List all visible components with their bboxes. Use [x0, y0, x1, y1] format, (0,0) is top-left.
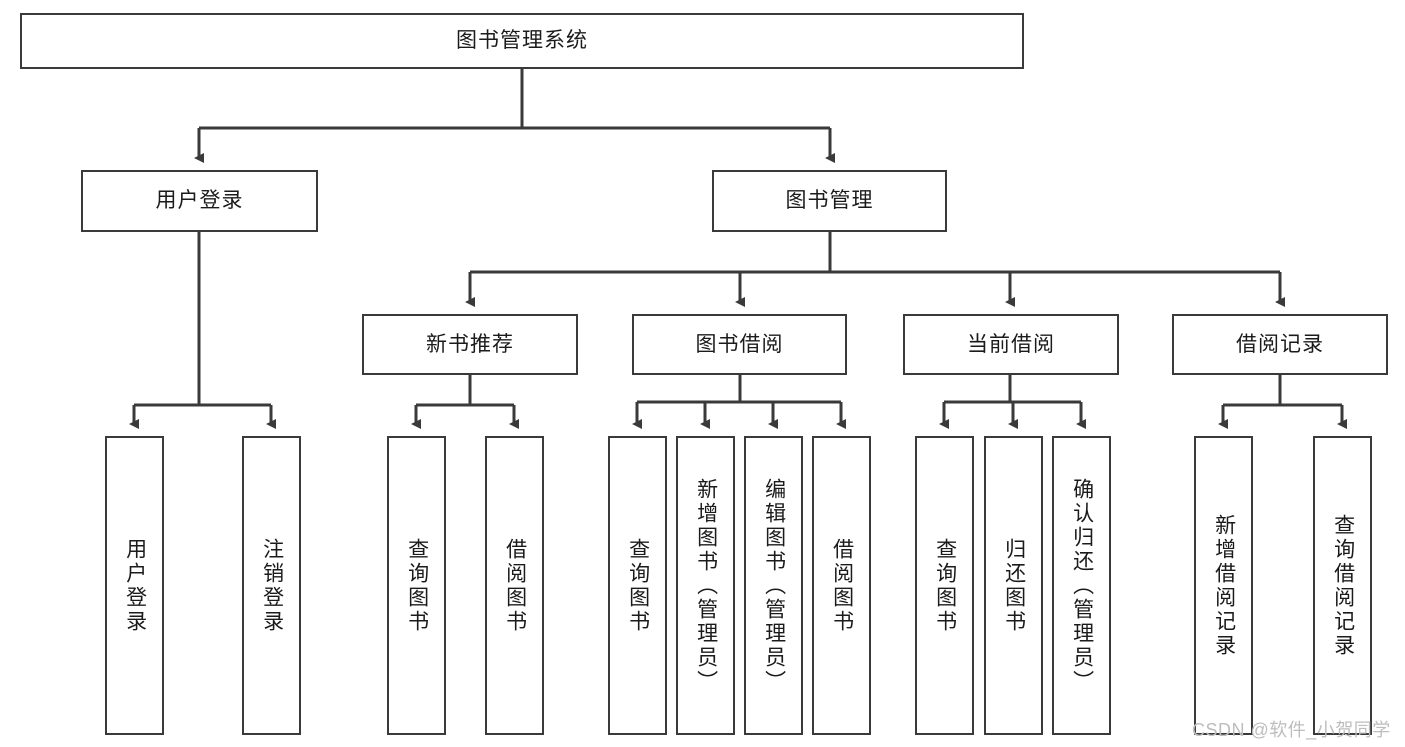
node-new-book-recommend[interactable]: 新书推荐: [362, 314, 578, 375]
node-book-management[interactable]: 图书管理: [712, 170, 947, 232]
leaf-user-login[interactable]: 用户登录: [105, 436, 164, 735]
leaf-add-borrow-record-label: 新增借阅记录: [1212, 513, 1236, 658]
node-borrow-records[interactable]: 借阅记录: [1172, 314, 1388, 375]
leaf-add-borrow-record[interactable]: 新增借阅记录: [1194, 436, 1253, 735]
leaf-edit-book-admin[interactable]: 编辑图书（管理员）: [744, 436, 803, 735]
leaf-user-login-label: 用户登录: [123, 537, 147, 634]
leaf-query-borrow-record[interactable]: 查询借阅记录: [1313, 436, 1372, 735]
node-borrow-records-label: 借阅记录: [1236, 332, 1324, 356]
leaf-query-book-current-label: 查询图书: [933, 537, 957, 634]
leaf-borrow-book[interactable]: 借阅图书: [812, 436, 871, 735]
node-root[interactable]: 图书管理系统: [20, 13, 1024, 69]
leaf-query-book-recommend[interactable]: 查询图书: [387, 436, 446, 735]
leaf-query-book-current[interactable]: 查询图书: [915, 436, 974, 735]
leaf-add-book-admin[interactable]: 新增图书（管理员）: [676, 436, 735, 735]
leaf-confirm-return-admin[interactable]: 确认归还（管理员）: [1052, 436, 1111, 735]
leaf-borrow-book-recommend[interactable]: 借阅图书: [485, 436, 544, 735]
leaf-query-book-borrow[interactable]: 查询图书: [608, 436, 667, 735]
leaf-logout-label: 注销登录: [260, 537, 284, 634]
node-book-borrow-label: 图书借阅: [695, 332, 784, 356]
leaf-confirm-return-admin-label: 确认归还（管理员）: [1070, 477, 1094, 694]
leaf-return-book[interactable]: 归还图书: [984, 436, 1043, 735]
node-user-login[interactable]: 用户登录: [81, 170, 318, 232]
leaf-borrow-book-recommend-label: 借阅图书: [503, 537, 527, 634]
leaf-return-book-label: 归还图书: [1002, 537, 1026, 634]
node-book-borrow[interactable]: 图书借阅: [632, 314, 847, 375]
leaf-query-book-recommend-label: 查询图书: [405, 537, 429, 634]
node-new-book-recommend-label: 新书推荐: [426, 332, 514, 356]
leaf-query-borrow-record-label: 查询借阅记录: [1331, 513, 1355, 658]
csdn-watermark: CSDN @软件_小贺同学: [1192, 720, 1391, 740]
node-current-borrow-label: 当前借阅: [967, 332, 1055, 356]
node-user-login-label: 用户登录: [155, 189, 244, 213]
node-book-management-label: 图书管理: [785, 189, 874, 213]
node-root-label: 图书管理系统: [456, 29, 588, 53]
leaf-add-book-admin-label: 新增图书（管理员）: [694, 477, 718, 694]
node-current-borrow[interactable]: 当前借阅: [903, 314, 1119, 375]
leaf-edit-book-admin-label: 编辑图书（管理员）: [762, 477, 786, 694]
leaf-query-book-borrow-label: 查询图书: [626, 537, 650, 634]
leaf-logout[interactable]: 注销登录: [242, 436, 301, 735]
leaf-borrow-book-label: 借阅图书: [830, 537, 854, 634]
